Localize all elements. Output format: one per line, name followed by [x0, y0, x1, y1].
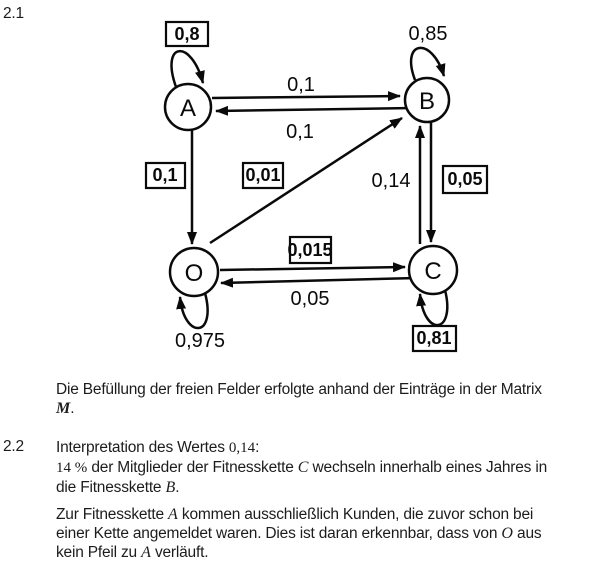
text-segment: verläuft.	[150, 544, 209, 561]
box-edge-A-O	[144, 161, 187, 190]
text-segment: Die Befüllung der freien Felder erfolgte…	[56, 381, 542, 398]
self-loop-B	[409, 46, 446, 81]
section-number-2-2: 2.2	[3, 438, 24, 455]
text-segment: kommen ausschließlich Kunden, die zuvor …	[177, 506, 534, 523]
label-edge-B-C: 0,05	[447, 169, 482, 189]
label-loop-C: 0,81	[416, 328, 451, 348]
label-edge-B-A: 0,1	[286, 121, 314, 143]
node-O-label: O	[185, 260, 204, 287]
explanation-line-1: Zur Fitnesskette A kommen ausschließlich…	[56, 505, 541, 524]
box-loop-A	[164, 20, 210, 48]
chain-symbol-O: O	[501, 525, 513, 542]
text-segment: .	[70, 400, 75, 417]
edge-O-to-C	[219, 262, 406, 273]
edge-C-to-O	[220, 276, 418, 288]
node-A-circle	[163, 82, 213, 132]
explanation-line-2: einer Kette angemeldet waren. Dies ist d…	[56, 524, 542, 543]
label-edge-C-O: 0,05	[291, 288, 330, 310]
text-segment: :	[255, 439, 260, 456]
label-edge-A-B: 0,1	[287, 74, 315, 96]
text-segment: einer Kette angemeldet waren. Dies ist d…	[56, 525, 502, 542]
interpretation-line-1: Interpretation des Wertes 0,14:	[56, 438, 547, 458]
note-line-2: M.	[56, 399, 542, 418]
text-segment: .	[175, 479, 180, 496]
self-loop-C	[416, 289, 449, 327]
interpretation-line-3: die Fitnesskette B.	[56, 478, 547, 497]
value-0-14: 0,14	[228, 440, 256, 456]
chain-symbol-C: C	[297, 459, 309, 476]
self-loop-A	[170, 50, 205, 88]
text-segment: aus	[512, 525, 542, 542]
node-B-label: B	[419, 88, 435, 115]
label-edge-A-O: 0,1	[152, 165, 177, 185]
label-edge-O-C: 0,015	[287, 240, 332, 260]
node-A-label: A	[180, 95, 196, 122]
box-edge-B-C	[441, 164, 489, 195]
text-segment: Interpretation des Wertes	[56, 439, 229, 456]
matrix-note-paragraph: Die Befüllung der freien Felder erfolgte…	[56, 380, 542, 418]
edge-O-to-B	[209, 116, 403, 245]
text-segment: wechseln innerhalb eines Jahres in	[308, 459, 548, 476]
interpretation-paragraph: Interpretation des Wertes 0,14: 14 % der…	[56, 438, 547, 497]
note-line-1: Die Befüllung der freien Felder erfolgte…	[56, 380, 542, 399]
node-C-circle	[407, 244, 459, 296]
box-edge-O-C	[288, 235, 333, 265]
label-edge-O-B: 0,01	[245, 165, 280, 185]
section-number-2-1: 2.1	[3, 5, 24, 22]
label-loop-B: 0,85	[409, 23, 448, 45]
node-B-circle	[403, 76, 451, 124]
label-edge-C-B: 0,14	[372, 170, 411, 192]
text-segment: die Fitnesskette	[56, 479, 166, 496]
interpretation-line-2: 14 % der Mitglieder der Fitnesskette C w…	[56, 458, 547, 478]
text-segment: kein Pfeil zu	[56, 544, 142, 561]
explanation-paragraph: Zur Fitnesskette A kommen ausschließlich…	[56, 505, 542, 562]
box-loop-C	[411, 324, 458, 353]
text-segment: Zur Fitnesskette	[56, 506, 169, 523]
label-loop-A: 0,8	[174, 24, 199, 44]
text-segment: der Mitglieder der Fitnesskette	[87, 459, 298, 476]
self-loop-O	[176, 292, 209, 330]
node-O-circle	[168, 246, 220, 298]
node-C-label: C	[424, 258, 441, 285]
matrix-symbol: M	[56, 400, 71, 417]
box-edge-O-B	[241, 161, 285, 190]
label-loop-O: 0,975	[175, 330, 225, 352]
chain-symbol-A: A	[168, 506, 178, 523]
chain-symbol-A2: A	[141, 544, 151, 561]
edge-B-to-A	[215, 105, 415, 116]
chain-symbol-B: B	[165, 479, 176, 496]
explanation-line-3: kein Pfeil zu A verläuft.	[56, 543, 541, 562]
edge-A-to-B	[211, 91, 401, 102]
transition-diagram: A B O C 0,8 0,1 0,01 0,05 0,015 0,81 0,8…	[144, 20, 489, 353]
percent-value: 14 %	[56, 460, 88, 476]
